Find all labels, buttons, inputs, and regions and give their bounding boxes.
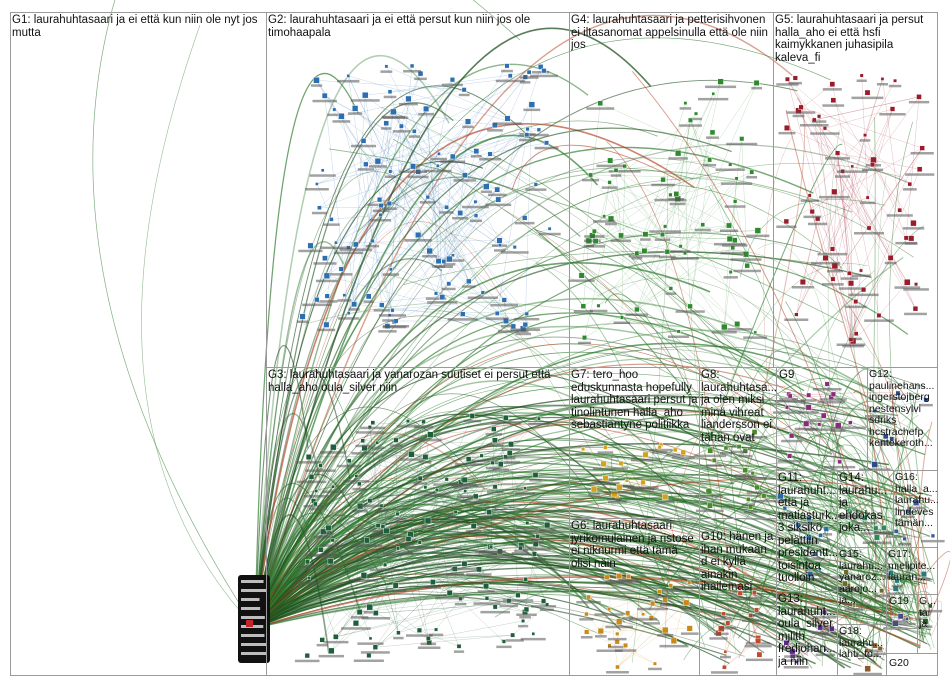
group-panel-g12: G12: paulinehans... ingerstojberg nesten… [867,367,938,471]
group-panel-g9: G9 [776,367,868,471]
group-label-g6: G6: laurahuhtasaari jyrikomulainen ja ri… [571,520,697,570]
group-label-g15: G15: laurahu... yanaroz... aarojo... ja.… [839,549,886,606]
group-label-g1: G1: laurahuhtasaari ja ei että kun niin … [12,14,261,39]
group-panel-g8: G8: laurahuhtasa... ja olen miksi minä v… [699,367,777,519]
hub-node [238,575,270,663]
group-panel-g10: G10: hänen ja ihan mukaan d ei kyllä ain… [699,518,777,676]
group-panel-g21: G... tai ja [917,594,938,654]
group-panel-g4: G4: laurahuhtasaari ja petterisihvonen e… [569,12,774,368]
group-label-g16: G16: halla_a... laurahu... lindeves tämä… [895,472,938,529]
group-label-g14: G14: laurahu... ja ehdokas joka... [839,472,891,534]
group-panel-g3: G3: laurahuhtasaari ja yanarozan suutise… [266,367,570,676]
group-label-g7: G7: tero_hoo eduskunnasta hopefully laur… [571,369,698,431]
group-panel-g20: G20 [886,653,938,676]
group-panel-g15: G15: laurahu... yanaroz... aarojo... ja.… [837,547,887,625]
group-label-g19: G19 [889,596,909,607]
group-label-g8: G8: laurahuhtasa... ja olen miksi minä v… [701,369,776,444]
group-label-g21: G... tai ja [919,596,939,630]
group-label-g12: G12: paulinehans... ingerstojberg nesten… [869,369,938,449]
group-panel-g1: G1: laurahuhtasaari ja ei että kun niin … [10,12,267,676]
group-panel-g6: G6: laurahuhtasaari jyrikomulainen ja ri… [569,518,700,676]
group-panel-g2: G2: laurahuhtasaari ja ei että persut ku… [266,12,570,368]
group-label-g9: G9 [779,369,795,381]
group-panel-g13: G13: laurahuht... oula_silver mjlith fre… [776,591,838,676]
node-layer [294,63,945,676]
group-label-g11: G11: laurahuht... että ja matiasturk... … [778,472,838,584]
group-panel-g16: G16: halla_a... laurahu... lindeves tämä… [893,470,938,548]
group-panel-g17: G17: mielipite... lauran... [886,547,938,595]
group-panel-g18: G18: laurahu... lahti_to... [837,624,887,676]
group-label-g4: G4: laurahuhtasaari ja petterisihvonen e… [571,14,771,51]
group-panel-g14: G14: laurahu... ja ehdokas joka... [837,470,894,548]
edge-layer [92,0,950,670]
group-label-g17: G17: mielipite... lauran... [888,549,938,583]
group-panel-g5: G5: laurahuhtasaari ja persut halla_aho … [773,12,938,368]
group-label-g5: G5: laurahuhtasaari ja persut halla_aho … [775,14,927,64]
group-label-g2: G2: laurahuhtasaari ja ei että persut ku… [268,14,534,39]
group-label-g13: G13: laurahuht... oula_silver mjlith fre… [778,593,836,668]
group-label-g20: G20 [889,658,909,669]
group-label-g10: G10: hänen ja ihan mukaan d ei kyllä ain… [701,531,774,595]
group-panel-g19: G19 [886,594,918,629]
group-panel-g7: G7: tero_hoo eduskunnasta hopefully laur… [569,367,700,519]
group-label-g3: G3: laurahuhtasaari ja yanarozan suutise… [268,369,554,394]
group-panel-g11: G11: laurahuht... että ja matiasturk... … [776,470,838,592]
group-label-g18: G18: laurahu... lahti_to... [839,626,886,660]
